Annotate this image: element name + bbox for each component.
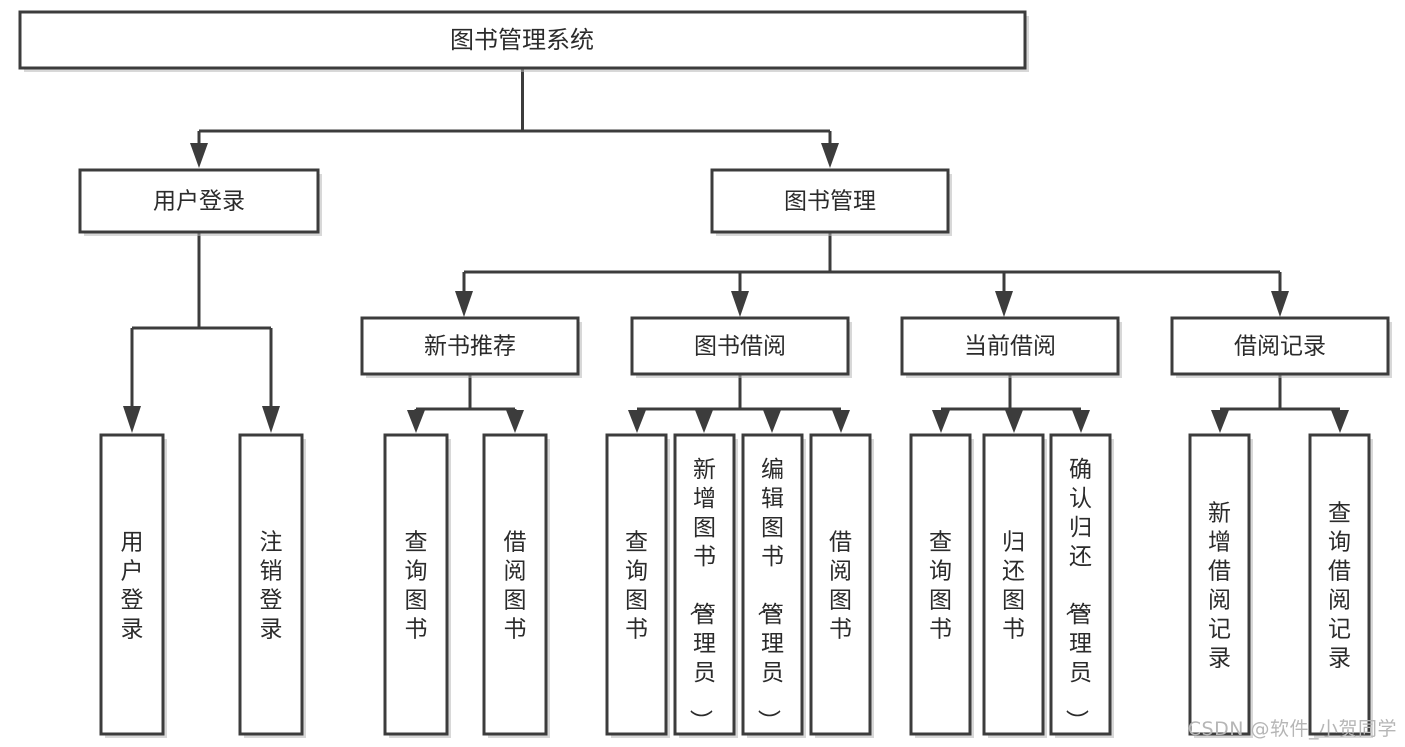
arrow-login-to-logout xyxy=(262,406,280,433)
leaf-label: 编辑图书（管理员） xyxy=(755,457,784,732)
node-current-borrow-box[interactable] xyxy=(900,316,1120,376)
leaf-node-user-login-0[interactable]: 用户登录 xyxy=(99,433,167,738)
leaf-node-confirm-return-admin-10[interactable]: 确认归还（管理员） xyxy=(1049,433,1114,738)
leaf-label: 用户登录 xyxy=(121,530,144,643)
node-book-borrow-box[interactable] xyxy=(630,316,850,376)
node-new-book-recommend-box[interactable] xyxy=(360,316,580,376)
leaf-label: 查询借阅记录 xyxy=(1328,501,1351,672)
connectors xyxy=(123,68,1349,433)
arrow-login-to-user-login xyxy=(123,406,141,433)
node-borrow-record-box[interactable] xyxy=(1170,316,1390,376)
node-user-login[interactable]: 用户登录 xyxy=(78,168,322,236)
node-book-borrow-label: 图书借阅 xyxy=(694,334,786,360)
node-current-borrow[interactable]: 当前借阅 xyxy=(900,316,1122,378)
leaf-label: 查询图书 xyxy=(929,530,952,643)
leaf-box[interactable] xyxy=(482,433,548,736)
arrow-newbook-leaf2 xyxy=(506,410,524,433)
arrow-to-current-borrow xyxy=(995,291,1013,317)
arrow-root-to-login xyxy=(190,143,208,168)
leaf-node-edit-book-admin-6[interactable]: 编辑图书（管理员） xyxy=(741,433,806,738)
node-root[interactable]: 图书管理系统 xyxy=(18,10,1029,72)
leaf-label: 注销登录 xyxy=(260,530,283,643)
leaf-label: 新增借阅记录 xyxy=(1208,501,1231,672)
node-new-book-recommend-label: 新书推荐 xyxy=(424,334,516,360)
leaf-box[interactable] xyxy=(1049,433,1112,736)
leaf-node-add-book-admin-5[interactable]: 新增图书（管理员） xyxy=(673,433,738,738)
leaf-box[interactable] xyxy=(809,433,872,736)
leaf-node-logout-1[interactable]: 注销登录 xyxy=(238,433,306,738)
leaf-box[interactable] xyxy=(1308,433,1371,736)
node-user-login-box[interactable] xyxy=(78,168,320,234)
arrow-borrowbook-leaf1 xyxy=(628,410,646,433)
leaf-node-query-book-4[interactable]: 查询图书 xyxy=(605,433,670,738)
leaf-label: 查询图书 xyxy=(625,530,648,643)
node-root-box[interactable] xyxy=(18,10,1027,70)
leaf-label: 查询图书 xyxy=(405,530,428,643)
leaf-label: 新增图书（管理员） xyxy=(687,457,716,732)
node-borrow-record[interactable]: 借阅记录 xyxy=(1170,316,1392,378)
leaf-node-borrow-book-3[interactable]: 借阅图书 xyxy=(482,433,550,738)
leaf-box[interactable] xyxy=(909,433,972,736)
leaf-box[interactable] xyxy=(741,433,804,736)
leaf-nodes: 用户登录 注销登录 查询图书 借阅图书 查询图书 新增图书（管理员） 编辑图书（管理员） 借阅… xyxy=(99,433,1373,738)
leaf-label: 借阅图书 xyxy=(504,530,527,643)
node-current-borrow-label: 当前借阅 xyxy=(964,334,1056,360)
arrow-currentborrow-leaf3 xyxy=(1072,410,1090,433)
node-book-management-box[interactable] xyxy=(710,168,950,234)
leaf-label: 确认归还（管理员） xyxy=(1063,457,1092,732)
node-new-book-recommend[interactable]: 新书推荐 xyxy=(360,316,582,378)
arrow-borrowbook-leaf4 xyxy=(832,410,850,433)
leaf-box[interactable] xyxy=(982,433,1045,736)
leaf-node-add-borrow-record-11[interactable]: 新增借阅记录 xyxy=(1188,433,1253,738)
arrow-root-to-bookmgmt xyxy=(821,143,839,168)
leaf-box[interactable] xyxy=(1188,433,1251,736)
leaf-box[interactable] xyxy=(605,433,668,736)
arrow-borrowrecord-leaf1 xyxy=(1211,410,1229,433)
leaf-box[interactable] xyxy=(99,433,165,736)
leaf-node-query-book-8[interactable]: 查询图书 xyxy=(909,433,974,738)
arrow-newbook-leaf1 xyxy=(407,410,425,433)
arrow-to-borrow-record xyxy=(1271,291,1289,317)
leaf-label: 归还图书 xyxy=(1002,530,1025,643)
arrow-currentborrow-leaf1 xyxy=(932,410,950,433)
arrow-borrowbook-leaf3 xyxy=(763,410,781,433)
leaf-box[interactable] xyxy=(673,433,736,736)
arrow-borrowrecord-leaf2 xyxy=(1331,410,1349,433)
leaf-node-query-borrow-record-12[interactable]: 查询借阅记录 xyxy=(1308,433,1373,738)
node-root-label: 图书管理系统 xyxy=(450,26,594,54)
arrow-to-borrow-book xyxy=(731,291,749,317)
node-book-borrow[interactable]: 图书借阅 xyxy=(630,316,852,378)
leaf-node-return-book-9[interactable]: 归还图书 xyxy=(982,433,1047,738)
leaf-label: 借阅图书 xyxy=(829,530,852,643)
leaf-node-query-book-2[interactable]: 查询图书 xyxy=(383,433,451,738)
leaf-box[interactable] xyxy=(238,433,304,736)
node-book-management-label: 图书管理 xyxy=(784,189,876,215)
arrow-to-new-book xyxy=(455,291,473,317)
arrow-borrowbook-leaf2 xyxy=(695,410,713,433)
arrow-currentborrow-leaf2 xyxy=(1005,410,1023,433)
leaf-node-borrow-book-7[interactable]: 借阅图书 xyxy=(809,433,874,738)
leaf-box[interactable] xyxy=(383,433,449,736)
node-book-management[interactable]: 图书管理 xyxy=(710,168,952,236)
node-user-login-label: 用户登录 xyxy=(153,189,245,215)
node-borrow-record-label: 借阅记录 xyxy=(1234,334,1326,360)
